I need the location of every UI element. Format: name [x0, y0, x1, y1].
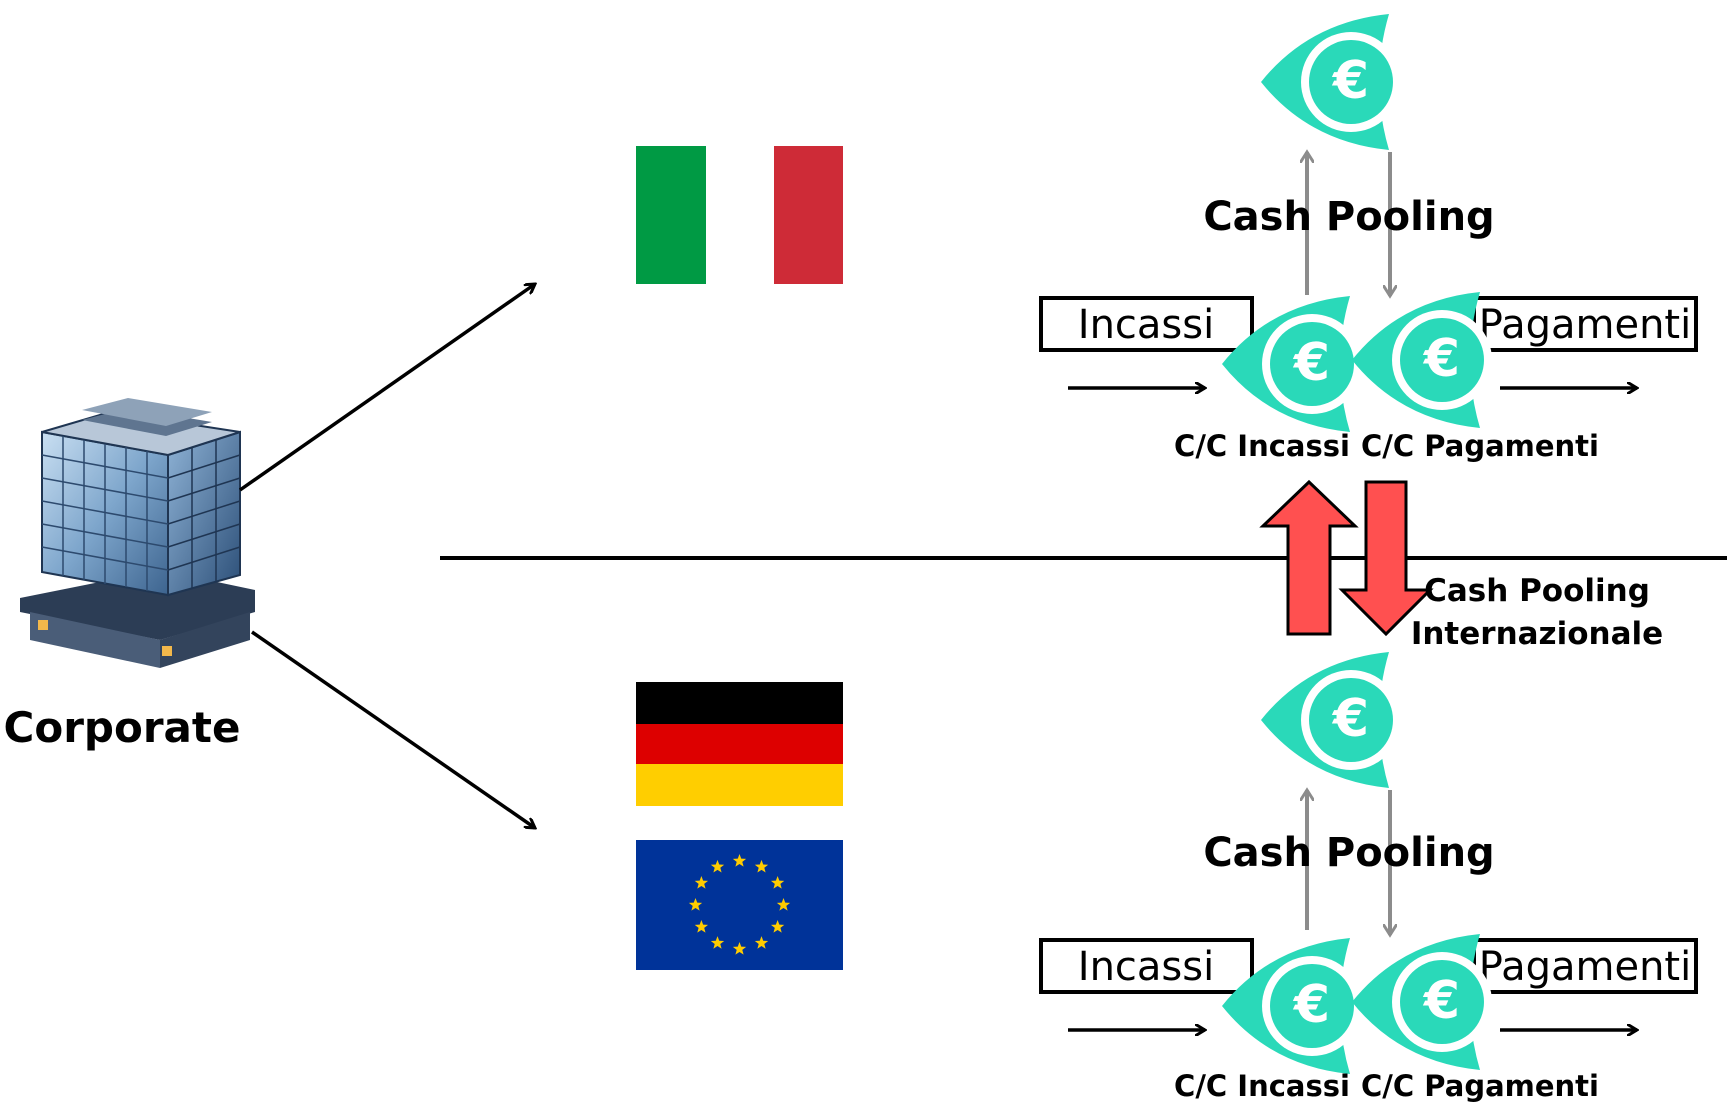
- eu-star: [694, 876, 709, 889]
- euro-eye-icon: [1261, 652, 1401, 788]
- arrow-to-germany: [251, 630, 535, 828]
- cc-pagamenti-label: C/C Pagamenti: [1361, 1069, 1599, 1102]
- eu-star: [694, 920, 709, 933]
- cc-pagamenti-label: C/C Pagamenti: [1361, 429, 1599, 463]
- cc-incassi-label: C/C Incassi: [1174, 1069, 1350, 1102]
- pagamenti-box-label: Pagamenti: [1479, 302, 1691, 348]
- germany-flag: [636, 682, 843, 806]
- incassi-box-label: Incassi: [1078, 302, 1214, 348]
- eu-star: [710, 859, 725, 873]
- italy-pool: Cash Pooling Incassi Pagamenti C/C Incas…: [1039, 14, 1698, 463]
- eu-star: [770, 876, 785, 889]
- euro-eye-icon: [1352, 934, 1492, 1070]
- eu-star: [770, 920, 785, 933]
- cash-pooling-label: Cash Pooling: [1203, 194, 1494, 240]
- euro-eye-icon: [1352, 292, 1492, 428]
- pagamenti-box: [1472, 938, 1698, 994]
- eu-star: [754, 936, 769, 949]
- red-arrow-down: [1338, 480, 1434, 637]
- corporate-label: Corporate: [4, 703, 241, 752]
- eu-star: [732, 942, 747, 955]
- eu-star: [688, 898, 703, 911]
- cc-incassi-label: C/C Incassi: [1174, 429, 1350, 463]
- incassi-box: [1039, 938, 1254, 994]
- eu-star: [754, 859, 769, 873]
- eu-star: [732, 854, 747, 867]
- italy-flag: [636, 146, 843, 284]
- international-label-line2: Internazionale: [1411, 616, 1663, 652]
- euro-eye-icon: [1261, 14, 1401, 150]
- cash-pooling-label: Cash Pooling: [1203, 830, 1494, 876]
- arrow-to-italy: [238, 284, 535, 492]
- international-arrows: Cash Pooling Internazionale: [1259, 479, 1663, 652]
- incassi-box-label: Incassi: [1078, 944, 1214, 990]
- eu-star: [710, 936, 725, 949]
- red-arrow-up: [1259, 479, 1359, 636]
- international-label-line1: Cash Pooling: [1424, 573, 1650, 609]
- pagamenti-box-label: Pagamenti: [1479, 944, 1691, 990]
- incassi-box: [1039, 296, 1254, 352]
- germany-pool: Cash Pooling Incassi Pagamenti C/C Incas…: [1039, 652, 1698, 1102]
- eu-flag: [636, 840, 843, 970]
- eu-star: [776, 898, 791, 911]
- office-building-icon: [20, 398, 255, 668]
